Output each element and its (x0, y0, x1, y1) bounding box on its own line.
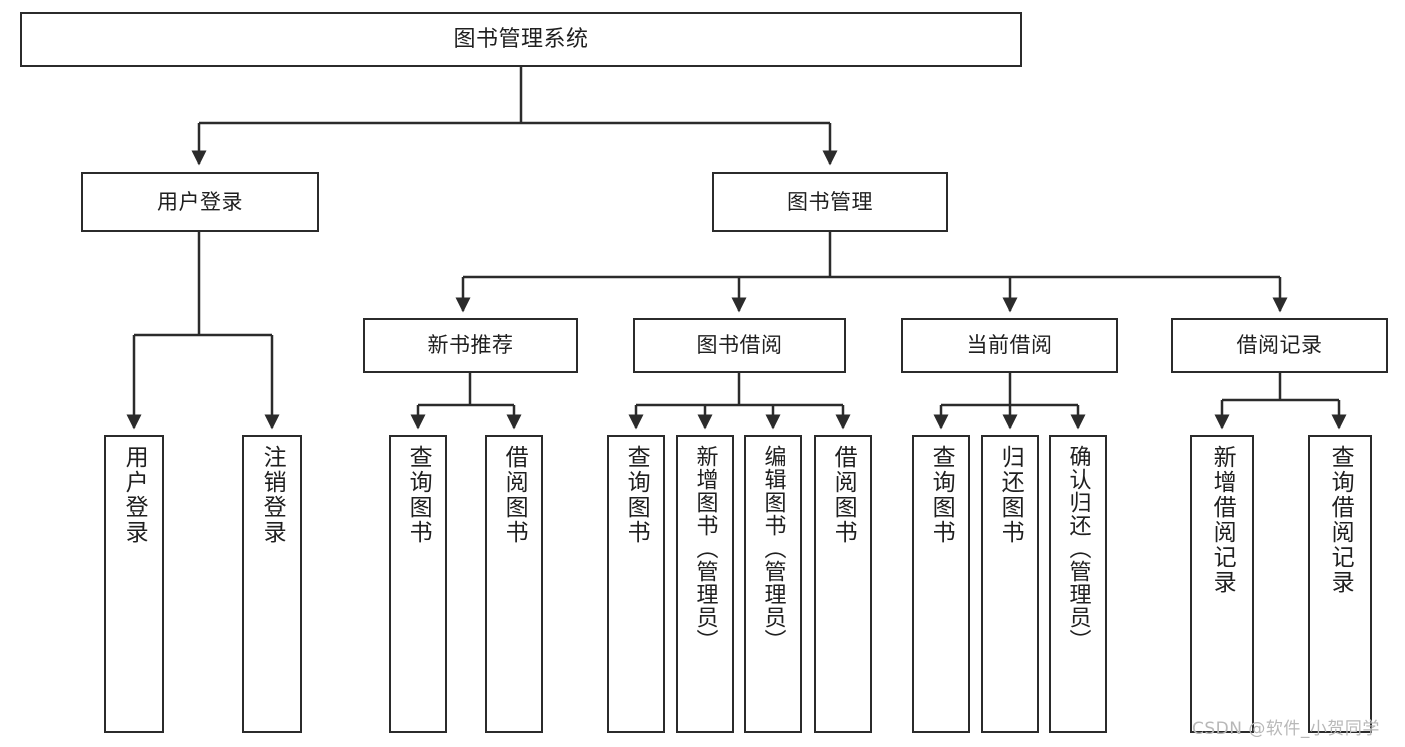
node-leaf-edit-book-label: 编辑图书（管理员） (760, 445, 786, 652)
node-book-borrow-label: 图书借阅 (696, 333, 783, 358)
node-leaf-query-book-3-label: 查询图书 (928, 445, 955, 545)
node-leaf-query-book-1[interactable]: 查询图书 (389, 435, 447, 733)
node-leaf-add-book-label: 新增图书（管理员） (692, 445, 718, 652)
node-leaf-borrow-book-1-label: 借阅图书 (501, 445, 528, 545)
node-leaf-query-record-label: 查询借阅记录 (1327, 445, 1354, 595)
node-current-borrow[interactable]: 当前借阅 (901, 318, 1118, 373)
node-leaf-user-login[interactable]: 用户登录 (104, 435, 164, 733)
node-leaf-add-record[interactable]: 新增借阅记录 (1190, 435, 1254, 733)
node-leaf-logout-login[interactable]: 注销登录 (242, 435, 302, 733)
node-leaf-borrow-book-2[interactable]: 借阅图书 (814, 435, 872, 733)
node-leaf-borrow-book-1[interactable]: 借阅图书 (485, 435, 543, 733)
node-root-label: 图书管理系统 (453, 26, 589, 52)
node-new-book-recommend-label: 新书推荐 (427, 333, 514, 358)
node-user-login-label: 用户登录 (157, 189, 243, 214)
node-leaf-return-book[interactable]: 归还图书 (981, 435, 1039, 733)
node-leaf-logout-login-label: 注销登录 (259, 445, 286, 545)
node-leaf-user-login-label: 用户登录 (121, 445, 148, 545)
node-leaf-confirm-return[interactable]: 确认归还（管理员） (1049, 435, 1107, 733)
node-current-borrow-label: 当前借阅 (966, 333, 1053, 358)
csdn-watermark: CSDN @软件_小贺同学 (1192, 719, 1380, 739)
node-borrow-record[interactable]: 借阅记录 (1171, 318, 1388, 373)
node-borrow-record-label: 借阅记录 (1236, 333, 1323, 358)
node-root[interactable]: 图书管理系统 (20, 12, 1022, 67)
node-book-borrow[interactable]: 图书借阅 (633, 318, 846, 373)
node-leaf-query-record[interactable]: 查询借阅记录 (1308, 435, 1372, 733)
node-new-book-recommend[interactable]: 新书推荐 (363, 318, 578, 373)
node-leaf-add-record-label: 新增借阅记录 (1209, 445, 1236, 595)
node-leaf-query-book-2-label: 查询图书 (623, 445, 650, 545)
node-user-login[interactable]: 用户登录 (81, 172, 319, 232)
node-leaf-query-book-1-label: 查询图书 (405, 445, 432, 545)
node-leaf-add-book[interactable]: 新增图书（管理员） (676, 435, 734, 733)
node-leaf-query-book-3[interactable]: 查询图书 (912, 435, 970, 733)
node-leaf-return-book-label: 归还图书 (997, 445, 1024, 545)
node-leaf-query-book-2[interactable]: 查询图书 (607, 435, 665, 733)
node-book-manage[interactable]: 图书管理 (712, 172, 948, 232)
node-book-manage-label: 图书管理 (787, 189, 873, 214)
node-leaf-confirm-return-label: 确认归还（管理员） (1065, 445, 1091, 652)
node-leaf-edit-book[interactable]: 编辑图书（管理员） (744, 435, 802, 733)
node-leaf-borrow-book-2-label: 借阅图书 (830, 445, 857, 545)
